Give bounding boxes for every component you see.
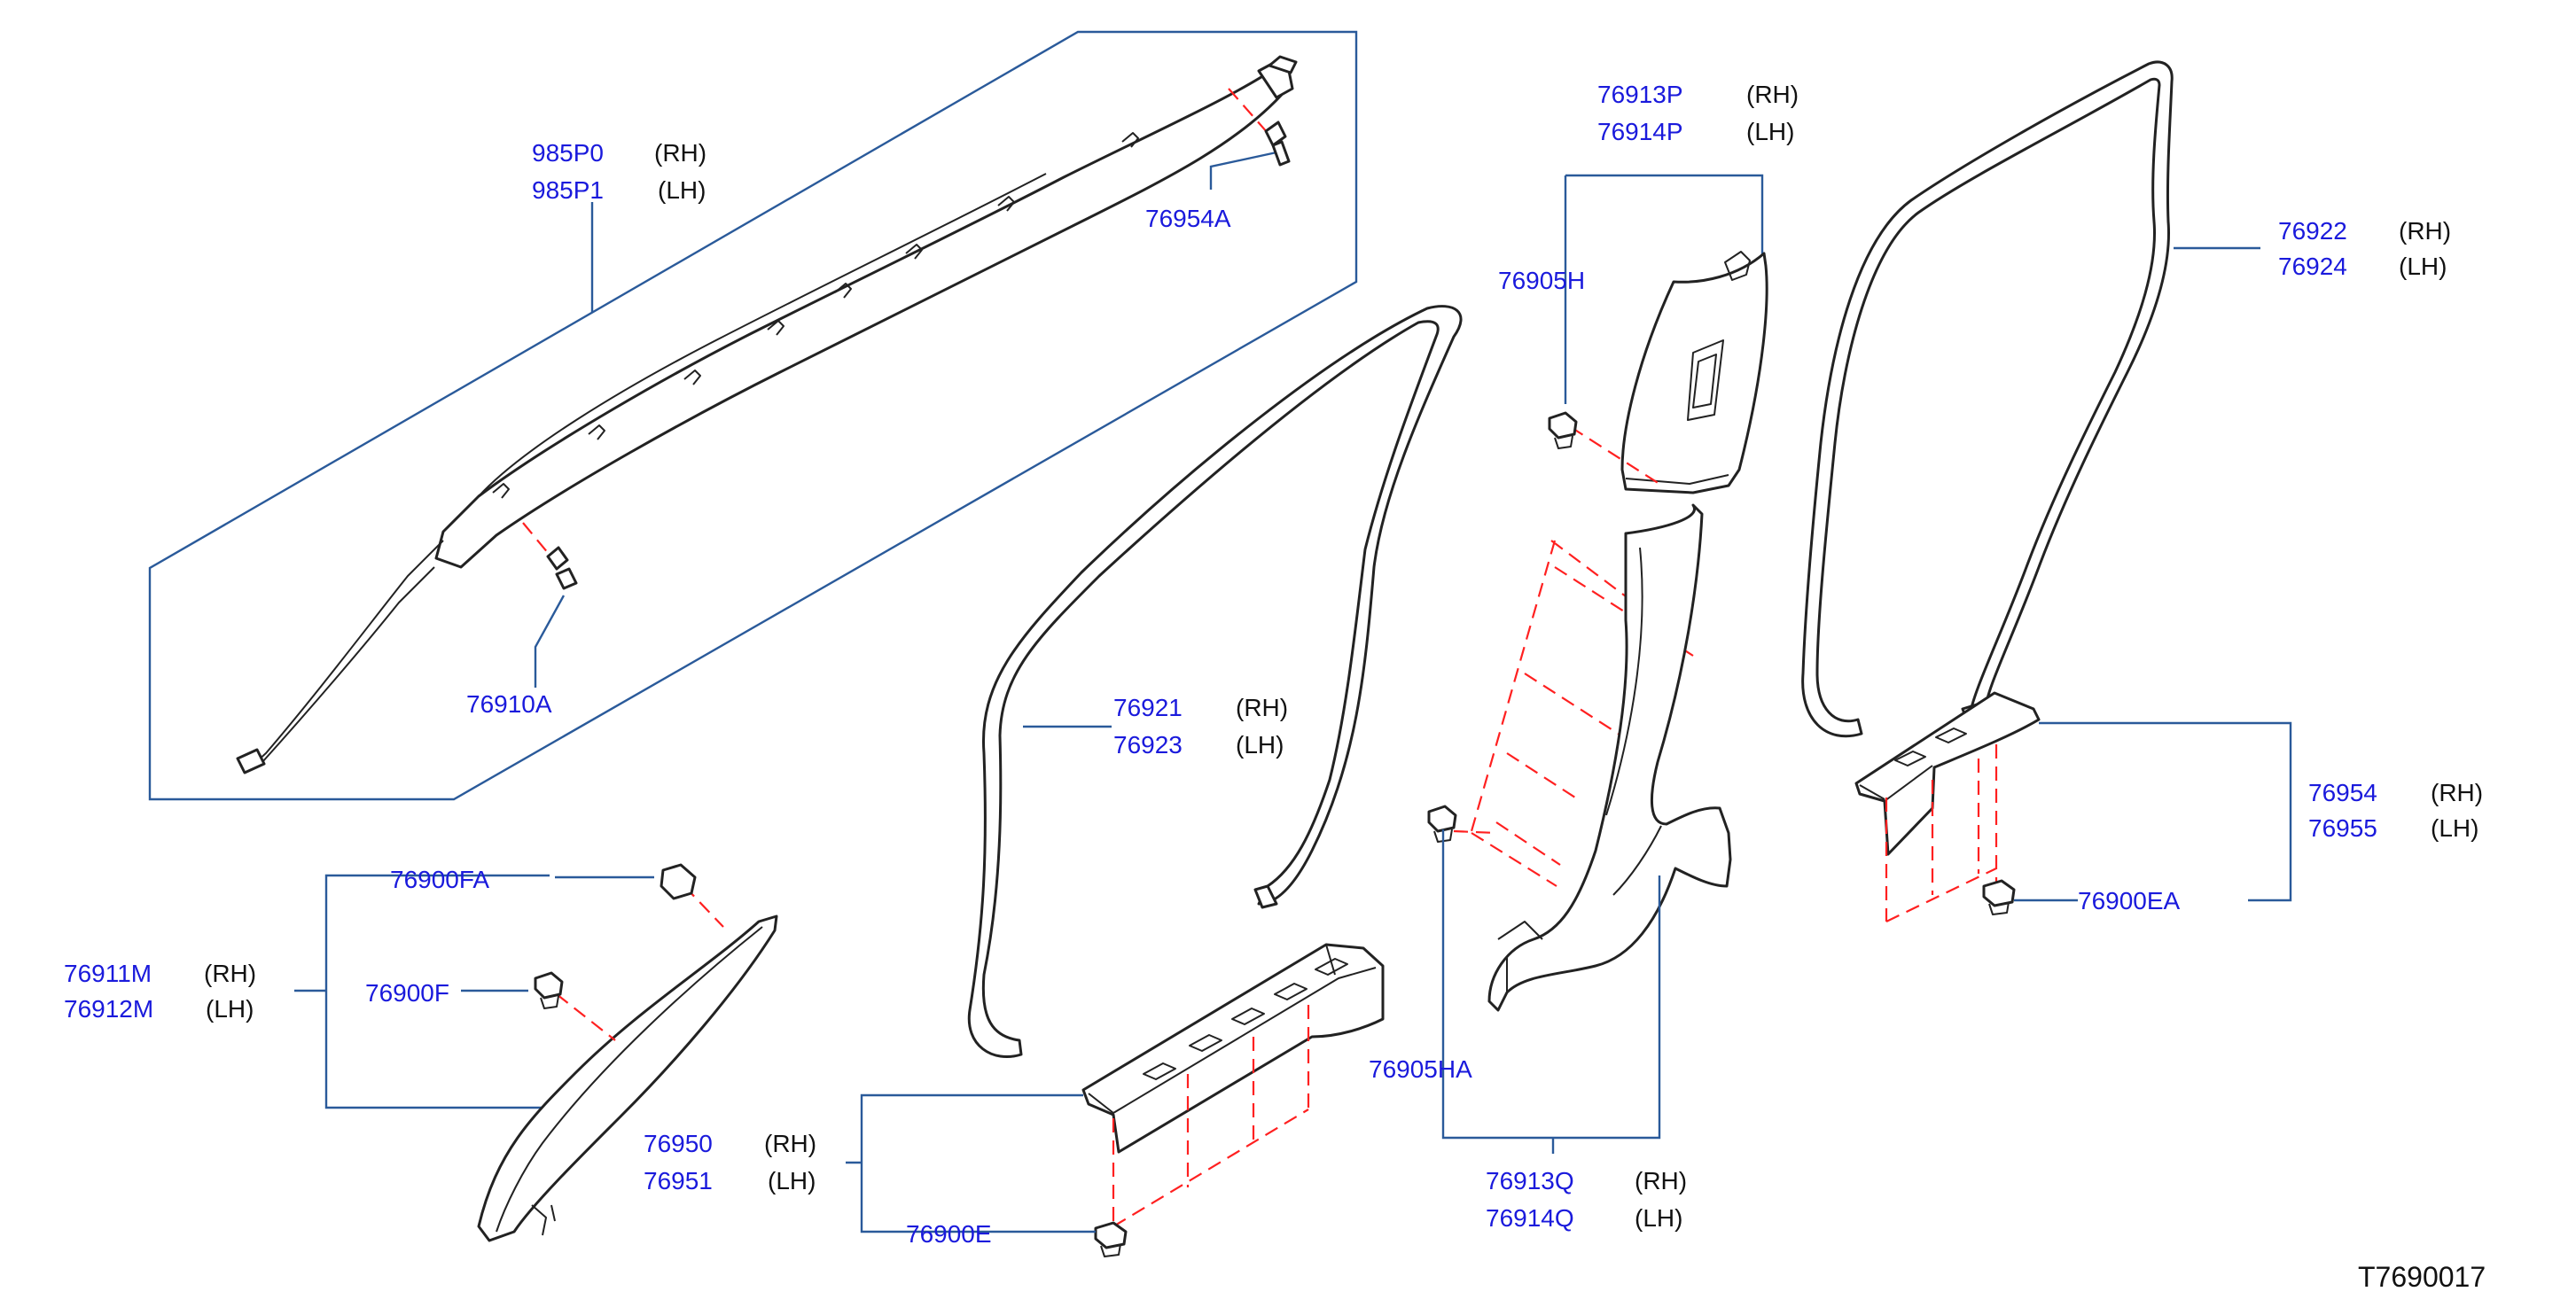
front-kicking-plate (1081, 943, 1385, 1154)
label-76900e: 76900E (906, 1220, 992, 1248)
leader-76954 (2039, 721, 2292, 902)
label-76954-side: (RH) (2431, 779, 2483, 806)
rear-door-weatherstrip-group (1801, 60, 2260, 738)
b-pillar-upper-group (1548, 174, 1768, 494)
b-pillar-upper-clip (1724, 251, 1751, 281)
a-pillar-group (294, 863, 778, 1242)
label-76911m: 76911M (64, 960, 152, 987)
a-pillar-foot (531, 1204, 556, 1236)
label-76922: 76922 (2278, 217, 2347, 245)
rear-door-weatherstrip (1801, 60, 2174, 738)
b-pillar-upper-bottom (1625, 474, 1729, 485)
front-door-weatherstrip (967, 305, 1463, 1059)
b-pillar-upper-slot (1687, 339, 1724, 421)
label-985p0: 985P0 (532, 139, 604, 167)
label-76900ea: 76900EA (2078, 887, 2181, 914)
label-76954a: 76954A (1145, 205, 1231, 232)
a-pillar-trim (477, 914, 778, 1242)
label-76913p: 76913P (1597, 81, 1683, 108)
rear-kicking-plate-holes (1894, 728, 1967, 766)
rear-kicking-plate-crease (1859, 765, 1933, 802)
curtain-airbag-group (148, 30, 1358, 801)
curtain-airbag (434, 66, 1289, 569)
airbag-inflator (1268, 55, 1298, 74)
label-76910a: 76910A (466, 690, 552, 718)
b-pillar-lower-group (1427, 503, 1732, 1154)
clip-76905h (1548, 411, 1660, 485)
label-76954: 76954 (2308, 779, 2377, 806)
front-kicking-plate-guides (1112, 1005, 1310, 1227)
label-76912m-side: (LH) (206, 995, 254, 1023)
rear-kicking-plate-guides (1885, 744, 1998, 922)
label-76951-side: (LH) (768, 1167, 816, 1194)
label-76905ha: 76905HA (1369, 1055, 1472, 1083)
airbag-group-frame (148, 30, 1358, 801)
b-pillar-upper-trim (1620, 252, 1768, 494)
bolt-76910a (522, 522, 578, 590)
airbag-tail (247, 540, 444, 770)
label-76914p-side: (LH) (1746, 118, 1794, 145)
label-76923-side: (LH) (1236, 731, 1284, 759)
airbag-tail-tip (236, 748, 266, 774)
label-76914q-side: (LH) (1635, 1204, 1682, 1232)
label-76922-side: (RH) (2399, 217, 2451, 245)
label-76914q: 76914Q (1486, 1204, 1574, 1232)
label-76924: 76924 (2278, 253, 2347, 280)
label-76914p: 76914P (1597, 118, 1683, 145)
label-76924-side: (LH) (2399, 253, 2447, 280)
leader-76905ha (1441, 829, 1661, 1140)
label-76913q-side: (RH) (1635, 1167, 1687, 1194)
label-76955-side: (LH) (2431, 814, 2478, 842)
label-76912m: 76912M (64, 995, 153, 1023)
label-985p1-side: (LH) (658, 176, 706, 204)
airbag-clips (492, 132, 1139, 499)
a-pillar-edge (496, 926, 763, 1233)
clip-76905ha (1427, 805, 1497, 843)
b-pillar-lower-guides (1470, 540, 1694, 887)
label-76950-side: (RH) (764, 1130, 816, 1157)
label-76913q: 76913Q (1486, 1167, 1574, 1194)
clip-76900fa (660, 863, 724, 928)
label-76955: 76955 (2308, 814, 2377, 842)
label-76921-side: (RH) (1236, 694, 1288, 721)
front-kicking-plate-holes (1143, 958, 1348, 1080)
rear-kicking-plate-group (1854, 691, 2292, 922)
label-76951: 76951 (644, 1167, 713, 1194)
label-76911m-side: (RH) (204, 960, 256, 987)
label-985p0-side: (RH) (654, 139, 706, 167)
clip-76900f (534, 971, 616, 1041)
label-985p1: 985P1 (532, 176, 604, 204)
front-door-weatherstrip-group (967, 305, 1463, 1059)
airbag-seam (478, 173, 1047, 497)
label-76950: 76950 (644, 1130, 713, 1157)
leader-76954a (1209, 151, 1277, 190)
label-76905h: 76905H (1498, 267, 1585, 294)
front-kicking-plate-crease (1088, 944, 1377, 1114)
diagram-reference-code: T7690017 (2358, 1261, 2486, 1293)
front-weatherstrip-end (1253, 884, 1278, 909)
label-76900f: 76900F (365, 979, 449, 1007)
label-76913p-side: (RH) (1746, 81, 1799, 108)
leader-76913p (1565, 174, 1764, 257)
clip-76900e (1094, 1221, 1128, 1257)
leader-a-pillar-bracket (324, 874, 550, 1109)
label-76923: 76923 (1113, 731, 1183, 759)
leader-76950 (860, 1093, 1083, 1233)
rear-kicking-plate (1854, 691, 2041, 856)
front-kicking-plate-group (846, 943, 1385, 1257)
label-76900fa: 76900FA (390, 866, 489, 893)
bolt-76954a (1228, 88, 1291, 167)
b-pillar-lower-foot (1497, 921, 1543, 992)
b-pillar-lower-edge (1605, 547, 1662, 896)
clip-76900ea (1982, 879, 2016, 915)
leader-76910a (534, 595, 566, 688)
label-76921: 76921 (1113, 694, 1183, 721)
b-pillar-lower-trim (1487, 503, 1732, 1012)
